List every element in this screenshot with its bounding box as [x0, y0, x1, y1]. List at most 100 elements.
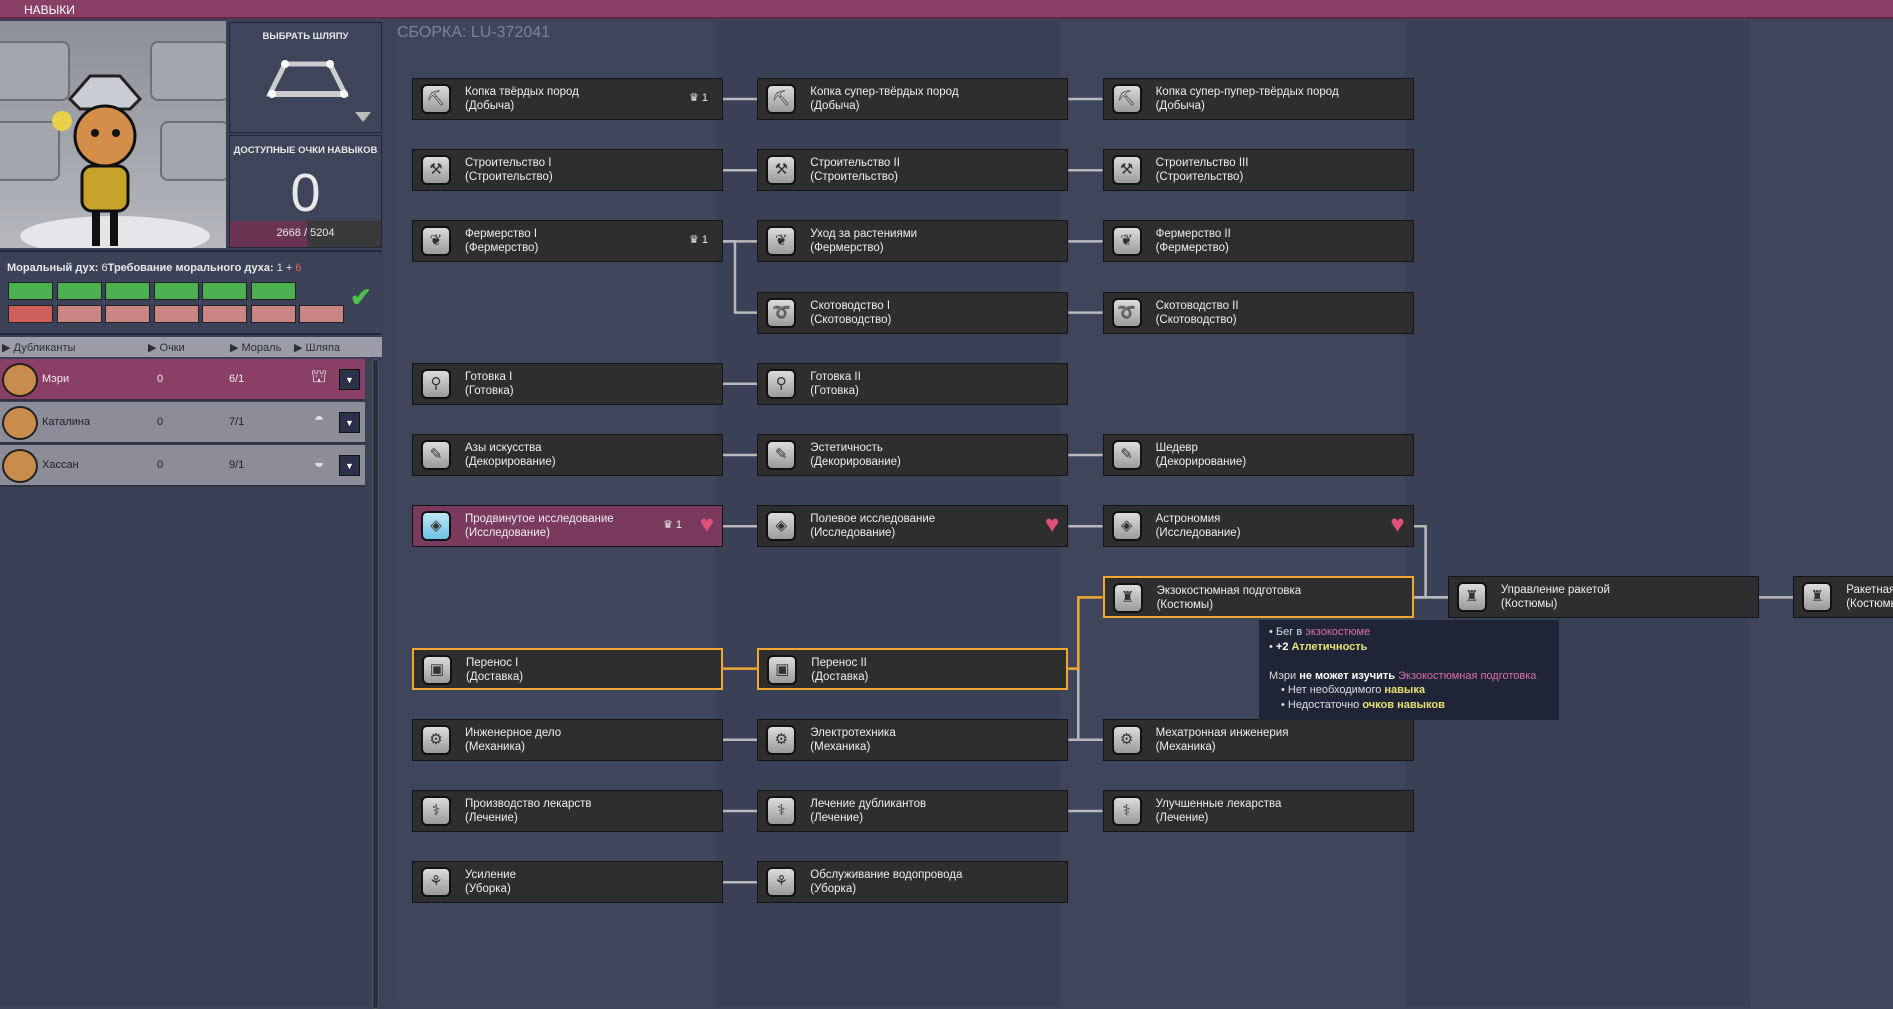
- tooltip-text: Бег в: [1275, 626, 1306, 638]
- skill-name: Инженерное дело: [465, 726, 562, 739]
- duplicant-morale: 9/1: [229, 459, 245, 471]
- hat-dropdown-button[interactable]: ▼: [339, 455, 360, 476]
- skill-connector: [1077, 668, 1103, 742]
- skill-badge-count: 1: [701, 234, 708, 247]
- hat-icon: [265, 60, 350, 98]
- skill-card[interactable]: ▣Перенос II(Доставка): [757, 647, 1069, 690]
- skill-group: (Костюмы): [1846, 598, 1893, 611]
- skill-group: (Декорирование): [1155, 456, 1247, 468]
- skill-badge: ♛ 1: [689, 91, 708, 104]
- pill-icon: ⚕: [421, 796, 451, 826]
- skill-group: (Фермерство): [465, 242, 539, 255]
- hammer-icon: ⚒: [766, 155, 797, 186]
- skill-card[interactable]: ❦Уход за растениями(Фермерство): [757, 220, 1069, 263]
- skill-name: Строительство III: [1155, 157, 1249, 170]
- skill-card[interactable]: ♜Управление ракетой(Костюмы): [1447, 576, 1759, 619]
- spoon-icon: ⚲: [766, 368, 797, 399]
- skill-card[interactable]: ⚲Готовка I(Готовка): [412, 362, 723, 405]
- experience-progress-text: 2668 / 5204: [276, 227, 335, 239]
- sort-hat[interactable]: ▶ Шляпа: [294, 342, 341, 354]
- hat-selector[interactable]: ВЫБРАТЬ ШЛЯПУ: [229, 22, 382, 133]
- skill-points-value: 0: [290, 163, 321, 223]
- skill-card[interactable]: ❦Фермерство I(Фермерство)♛ 1: [412, 220, 723, 263]
- skill-name: Эстетичность: [810, 442, 883, 454]
- skill-connector: [1413, 524, 1427, 598]
- brush-icon: ✎: [421, 440, 451, 470]
- skill-card[interactable]: ⛏Копка супер-пупер-твёрдых пород(Добыча): [1102, 78, 1414, 120]
- shovel-icon: ⛏: [766, 84, 797, 114]
- sprout-icon: ❦: [421, 226, 451, 257]
- skill-card[interactable]: ⚙Инженерное дело(Механика): [412, 718, 723, 761]
- skill-group: (Исследование): [810, 527, 896, 540]
- sort-points[interactable]: ▶ Очки: [148, 342, 185, 354]
- skill-card[interactable]: ➰Скотоводство II(Скотоводство): [1102, 291, 1414, 334]
- tooltip-text: не может изучить: [1299, 669, 1399, 682]
- suit-icon: ♜: [1802, 582, 1833, 613]
- morale-bar: [56, 282, 102, 300]
- heart-icon: ♥: [1390, 511, 1405, 539]
- skill-card[interactable]: ❦Фермерство II(Фермерство): [1102, 220, 1414, 263]
- skill-card[interactable]: ⚕Лечение дубликантов(Лечение): [757, 790, 1069, 832]
- scrollbar[interactable]: [372, 359, 379, 1009]
- skill-card[interactable]: ⚲Готовка II(Готовка): [757, 362, 1069, 405]
- skill-card[interactable]: ✎Шедевр(Декорирование): [1102, 434, 1414, 476]
- skill-group: (Добыча): [810, 100, 860, 112]
- box-icon: ▣: [422, 654, 452, 685]
- skill-group: (Лечение): [810, 812, 864, 824]
- chevron-down-icon[interactable]: [355, 112, 371, 122]
- brush-icon: ✎: [1111, 440, 1142, 470]
- skill-group: (Декорирование): [810, 456, 901, 468]
- skill-card[interactable]: ◈Полевое исследование(Исследование)♥: [757, 505, 1069, 548]
- duplicant-morale: 6/1: [229, 373, 245, 385]
- skill-name: Азы искусства: [465, 442, 542, 454]
- morale-text: Моральный дух: 6Требование морального ду…: [7, 262, 301, 274]
- skill-card[interactable]: ✎Азы искусства(Декорирование): [412, 434, 723, 476]
- duplicant-name: Хассан: [42, 459, 79, 471]
- duplicant-points: 0: [157, 459, 164, 471]
- sprout-icon: ❦: [766, 226, 797, 257]
- skill-card[interactable]: ⚒Строительство II(Строительство): [757, 149, 1069, 192]
- skill-connector: [1068, 596, 1103, 670]
- gear-icon: ⚙: [421, 724, 451, 755]
- skill-name: Электротехника: [810, 726, 896, 739]
- skill-card[interactable]: ⚕Производство лекарств(Лечение): [412, 790, 723, 832]
- skill-card[interactable]: ♜Экзокостюмная подготовка(Костюмы): [1102, 576, 1414, 619]
- skill-badge: ♛ 1: [689, 233, 708, 246]
- hat-dropdown-button[interactable]: ▼: [339, 412, 360, 433]
- skill-name: Перенос I: [466, 656, 519, 669]
- skill-card[interactable]: ◈Астрономия(Исследование)♥: [1102, 505, 1414, 548]
- skill-card[interactable]: ◈Продвинутое исследование(Исследование)♥…: [412, 505, 723, 548]
- duplicant-name: Мэри: [42, 373, 70, 385]
- skill-card[interactable]: ✎Эстетичность(Декорирование): [757, 434, 1069, 476]
- skill-card[interactable]: ▣Перенос I(Доставка): [412, 647, 723, 690]
- skill-card[interactable]: ♜Ракетная(Костюмы): [1793, 576, 1893, 619]
- skill-card[interactable]: ⚒Строительство III(Строительство): [1102, 149, 1414, 192]
- skill-card[interactable]: ⚙Мехатронная инженерия(Механика): [1102, 718, 1414, 761]
- hat-dropdown-button[interactable]: ▼: [339, 369, 360, 390]
- morale-label: Моральный дух:: [7, 262, 102, 274]
- skill-group: (Готовка): [810, 384, 859, 397]
- tooltip-text: очков навыков: [1362, 698, 1445, 711]
- skill-connector: [723, 240, 758, 314]
- mop-icon: ⚘: [421, 867, 451, 898]
- heart-icon: ♥: [699, 511, 714, 539]
- skill-tree: СБОРКА: LU-372041 ⛏Копка твёрдых пород(Д…: [384, 21, 1893, 1007]
- skill-card[interactable]: ⚙Электротехника(Механика): [757, 718, 1069, 761]
- skill-card[interactable]: ⚘Усиление(Уборка): [412, 861, 723, 904]
- skill-group: (Добыча): [465, 100, 515, 112]
- skill-group: (Строительство): [1155, 171, 1244, 184]
- skill-card[interactable]: ⚕Улучшенные лекарства(Лечение): [1102, 790, 1414, 832]
- sort-duplicants[interactable]: ▶ Дубликанты: [2, 342, 76, 354]
- pill-icon: ⚕: [1111, 796, 1142, 826]
- sort-morale[interactable]: ▶ Мораль: [230, 342, 282, 354]
- skill-card[interactable]: ➰Скотоводство I(Скотоводство): [757, 291, 1069, 334]
- tooltip-text: Нет необходимого: [1287, 684, 1385, 696]
- build-label: СБОРКА: LU-372041: [397, 24, 551, 41]
- skill-card[interactable]: ⛏Копка твёрдых пород(Добыча)♛ 1: [412, 78, 723, 120]
- skill-card[interactable]: ⚘Обслуживание водопровода(Уборка): [757, 861, 1069, 904]
- skill-card[interactable]: ⚒Строительство I(Строительство): [412, 149, 723, 192]
- skill-card[interactable]: ⛏Копка супер-твёрдых пород(Добыча): [757, 78, 1069, 120]
